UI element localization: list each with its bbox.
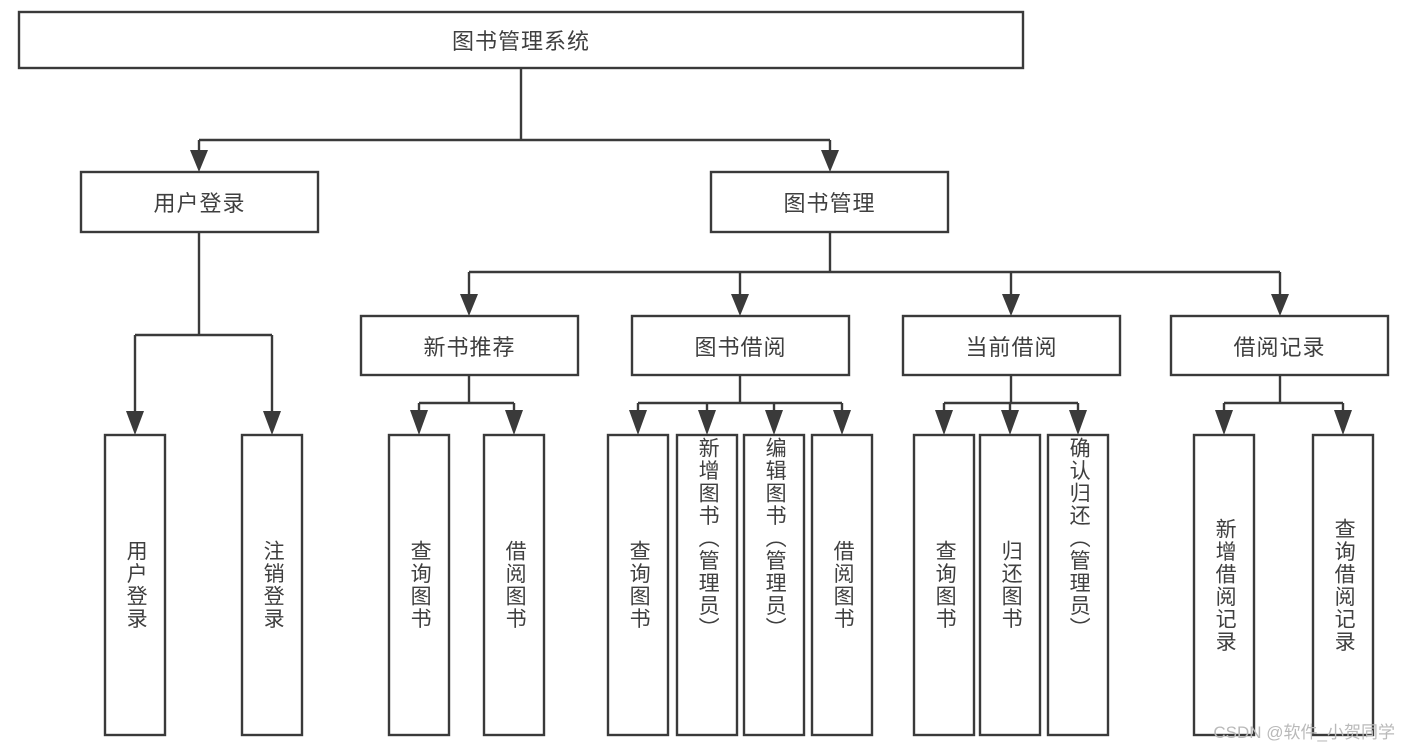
leaf-box-book-borrow-1[interactable] <box>675 433 739 737</box>
node-root-system[interactable] <box>17 10 1025 70</box>
leaf-box-borrow-record-0[interactable] <box>1192 433 1256 737</box>
arrowhead-to-current-borrow <box>1002 294 1020 316</box>
leaf-box-current-borrow-1[interactable] <box>978 433 1042 737</box>
node-book-borrow[interactable] <box>630 314 851 377</box>
node-user-login[interactable] <box>79 170 320 234</box>
leaf-box-book-borrow-2[interactable] <box>742 433 806 737</box>
node-book-manage[interactable] <box>709 170 950 234</box>
arrowhead-leaf-current-borrow-3 <box>1069 410 1087 435</box>
leaf-box-current-borrow-0[interactable] <box>912 433 976 737</box>
arrowhead-leaf-current-borrow-1 <box>935 410 953 435</box>
leaf-box-book-borrow-0[interactable] <box>606 433 670 737</box>
arrowhead-to-user-login <box>190 150 208 172</box>
arrowhead-leaf-user-login-2 <box>263 411 281 435</box>
arrowhead-leaf-current-borrow-2 <box>1001 410 1019 435</box>
arrowhead-leaf-new-book-2 <box>505 410 523 435</box>
arrowhead-leaf-book-borrow-3 <box>765 410 783 435</box>
arrowhead-leaf-book-borrow-2 <box>698 410 716 435</box>
leaf-box-current-borrow-2[interactable] <box>1046 433 1110 737</box>
node-current-borrow[interactable] <box>901 314 1122 377</box>
arrowhead-to-new-book <box>460 294 478 316</box>
arrowhead-leaf-borrow-record-1 <box>1215 410 1233 435</box>
arrowhead-leaf-user-login-1 <box>126 411 144 435</box>
arrowhead-leaf-new-book-1 <box>410 410 428 435</box>
leaf-box-new-book-0[interactable] <box>387 433 451 737</box>
leaf-box-new-book-1[interactable] <box>482 433 546 737</box>
leaf-box-borrow-record-1[interactable] <box>1311 433 1375 737</box>
arrowhead-leaf-book-borrow-1 <box>629 410 647 435</box>
leaf-box-book-borrow-3[interactable] <box>810 433 874 737</box>
node-borrow-record[interactable] <box>1169 314 1390 377</box>
arrowhead-to-borrow-record <box>1271 294 1289 316</box>
arrowhead-to-book-borrow <box>731 294 749 316</box>
leaf-box-user-login-0[interactable] <box>103 433 167 737</box>
node-new-book-recommend[interactable] <box>359 314 580 377</box>
arrowhead-to-book-manage <box>821 150 839 172</box>
leaf-box-user-login-1[interactable] <box>240 433 304 737</box>
arrowhead-leaf-borrow-record-2 <box>1334 410 1352 435</box>
arrowhead-leaf-book-borrow-4 <box>833 410 851 435</box>
